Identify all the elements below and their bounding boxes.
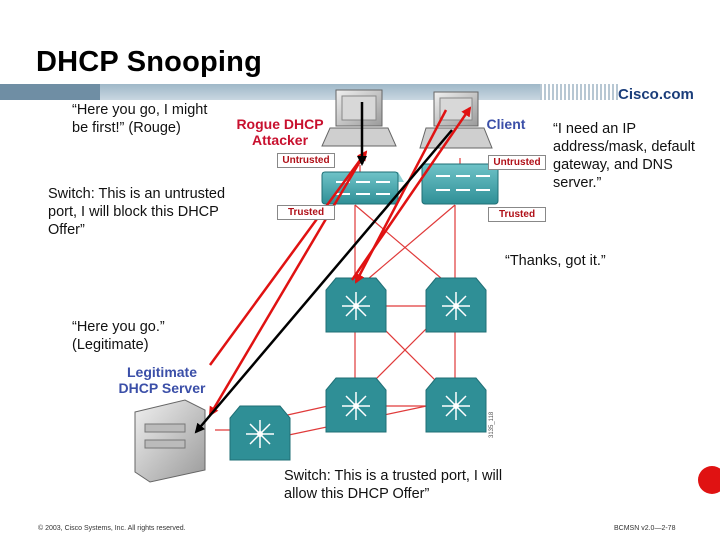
port-trusted-left: Trusted bbox=[277, 205, 335, 220]
figure-id: 3135_118 bbox=[489, 411, 495, 438]
slide-title: DHCP Snooping bbox=[36, 46, 262, 78]
port-untrusted-right: Untrusted bbox=[488, 155, 546, 170]
footer-copyright: © 2003, Cisco Systems, Inc. All rights r… bbox=[38, 525, 186, 532]
note-rogue-offer: “Here you go, I might be first!” (Rouge) bbox=[72, 102, 208, 136]
link-right-switch-cross bbox=[354, 204, 456, 291]
legit-offer-arrow-up bbox=[350, 106, 472, 281]
rogue-offer-arrow-down bbox=[208, 157, 364, 417]
note-switch-trusted: Switch: This is a trusted port, I will a… bbox=[284, 468, 503, 502]
note-client-request: “I need an IP address/mask, default gate… bbox=[553, 121, 695, 191]
core-switch-right bbox=[425, 377, 487, 433]
core-switch-left bbox=[325, 377, 387, 433]
note-switch-untrusted: Switch: This is an untrusted port, I wil… bbox=[48, 186, 226, 238]
header-stripes bbox=[540, 84, 620, 100]
footer-slide-number: BCMSN v2.0—2-78 bbox=[614, 525, 676, 532]
title-underline-bar bbox=[0, 84, 540, 100]
rogue-attacker-label: Rogue DHCP Attacker bbox=[236, 116, 324, 148]
access-switch-right bbox=[421, 163, 499, 205]
rogue-offer-arrow-up bbox=[208, 150, 368, 366]
access-switch-left bbox=[321, 171, 404, 205]
note-thanks: “Thanks, got it.” bbox=[505, 253, 606, 269]
red-dot-marker bbox=[698, 466, 720, 494]
distribution-switch-left bbox=[325, 277, 387, 333]
port-trusted-right: Trusted bbox=[488, 207, 546, 222]
rogue-pc-icon bbox=[321, 89, 397, 147]
legit-server-label: Legitimate DHCP Server bbox=[118, 364, 206, 396]
port-untrusted-left: Untrusted bbox=[277, 153, 335, 168]
dhcp-server-icon bbox=[134, 399, 206, 483]
client-request-to-server-arrow bbox=[194, 129, 453, 434]
note-legit-offer: “Here you go.” (Legitimate) bbox=[72, 319, 165, 353]
distribution-switch-right bbox=[425, 277, 487, 333]
client-label: Client bbox=[486, 116, 526, 132]
cisco-logo: Cisco.com bbox=[618, 86, 694, 103]
title-underline-accent bbox=[0, 84, 100, 100]
server-access-switch bbox=[229, 405, 291, 461]
